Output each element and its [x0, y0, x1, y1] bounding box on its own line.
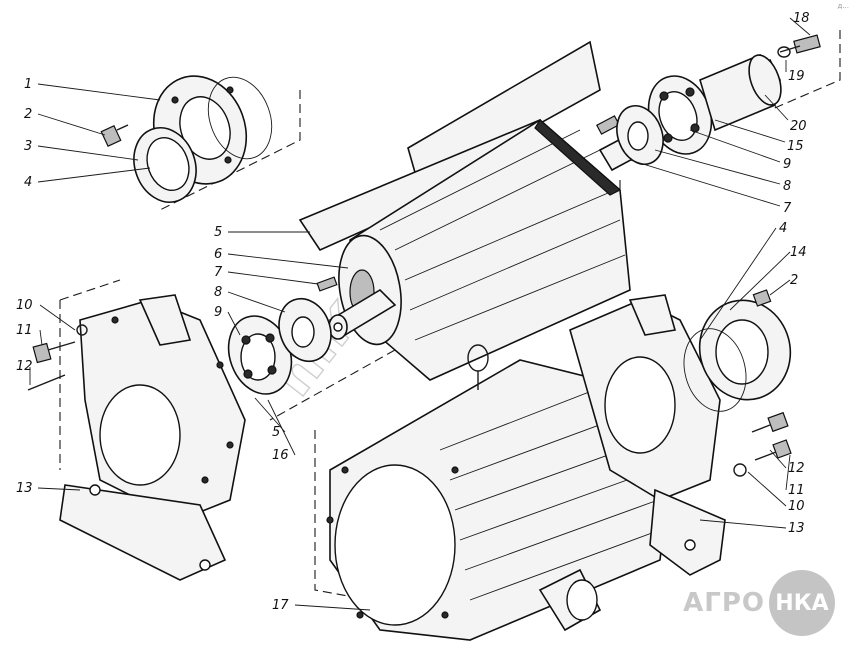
bolts-left-10-11-12 — [27, 324, 88, 391]
bolts-right-10-11-12 — [733, 289, 792, 477]
label-5-lower: 5 — [272, 425, 280, 440]
label-10-left: 10 — [16, 298, 33, 313]
label-10-right: 10 — [788, 499, 805, 514]
label-12-right: 12 — [788, 461, 805, 476]
label-19: 19 — [788, 69, 805, 84]
rotor-shaft-left — [328, 288, 397, 340]
bearing-right — [647, 75, 713, 155]
label-20: 20 — [790, 119, 807, 134]
label-12-left: 12 — [16, 359, 33, 374]
washer-left-8 — [278, 297, 332, 363]
label-13-left: 13 — [16, 481, 33, 496]
label-4-right: 4 — [779, 221, 787, 236]
label-7: 7 — [214, 265, 223, 280]
label-11-right: 11 — [788, 483, 805, 498]
leader-lines — [29, 17, 811, 611]
label-9-right: 9 — [783, 157, 791, 172]
bearing-cover-right — [683, 299, 792, 412]
bearing-left — [227, 315, 293, 395]
label-13-right: 13 — [788, 521, 805, 536]
bearing-cap-15 — [699, 53, 782, 132]
lifting-eye — [467, 344, 489, 390]
label-8-right: 8 — [783, 179, 791, 194]
label-2: 2 — [24, 107, 32, 122]
label-14: 14 — [790, 245, 807, 260]
logo-circle: НКА — [769, 570, 835, 636]
end-shield-right — [569, 294, 726, 576]
bolt-18 — [777, 34, 821, 58]
agronka-logo: АГРО НКА — [683, 570, 835, 636]
stator-housing — [326, 359, 671, 641]
label-18: 18 — [793, 11, 810, 26]
label-16: 16 — [272, 448, 289, 463]
logo-text: АГРО — [683, 588, 765, 618]
rotor — [338, 119, 631, 381]
terminal-box-outlet — [538, 568, 602, 632]
label-17: 17 — [272, 598, 289, 613]
washer-right-8 — [616, 105, 664, 165]
label-7-right: 7 — [783, 201, 792, 216]
label-9: 9 — [214, 305, 222, 320]
key-7 — [316, 276, 338, 292]
label-1: 1 — [24, 77, 32, 92]
label-11-left: 11 — [16, 323, 33, 338]
label-15: 15 — [787, 139, 804, 154]
label-4: 4 — [24, 175, 32, 190]
part-labels: 1 2 3 4 5 6 7 8 9 10 11 12 13 5 16 17 18… — [16, 11, 810, 613]
label-8: 8 — [214, 285, 222, 300]
label-2-right: 2 — [790, 273, 798, 288]
logo-circle-text: НКА — [775, 590, 829, 616]
end-shield-left — [59, 294, 246, 581]
label-5: 5 — [214, 225, 222, 240]
label-3: 3 — [24, 139, 32, 154]
label-6: 6 — [214, 247, 222, 262]
felt-seal-ring — [133, 127, 197, 203]
corner-note: д... — [837, 2, 849, 10]
bolt-2-left — [100, 124, 129, 148]
